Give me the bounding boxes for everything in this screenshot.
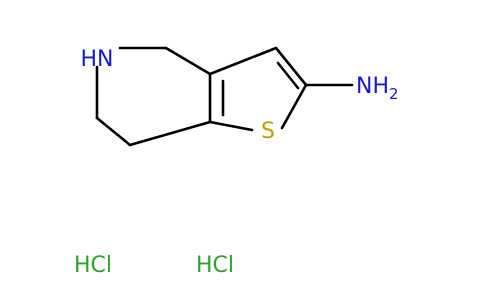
bond-c7-c7a xyxy=(128,120,212,147)
nh2-main: NH xyxy=(356,74,389,99)
bond-group xyxy=(95,46,354,147)
nh2-atom-label: NH2 xyxy=(356,74,399,103)
bond-c3-c2 xyxy=(274,46,308,87)
nh-atom-label: HN xyxy=(81,47,114,72)
nh2-subscript: 2 xyxy=(389,85,399,103)
hcl-label-2: HCl xyxy=(196,253,234,278)
bond-c7a-s xyxy=(208,120,254,132)
bond-c2-s xyxy=(280,83,308,130)
bond-c3a-c3 xyxy=(208,46,278,76)
sulfur-atom-label: S xyxy=(261,119,275,144)
bond-c3-c2-inner xyxy=(276,61,300,90)
hcl-label-1: HCl xyxy=(74,253,112,278)
bond-c4-c3a xyxy=(164,46,212,76)
bond-c6-c7 xyxy=(95,116,132,147)
